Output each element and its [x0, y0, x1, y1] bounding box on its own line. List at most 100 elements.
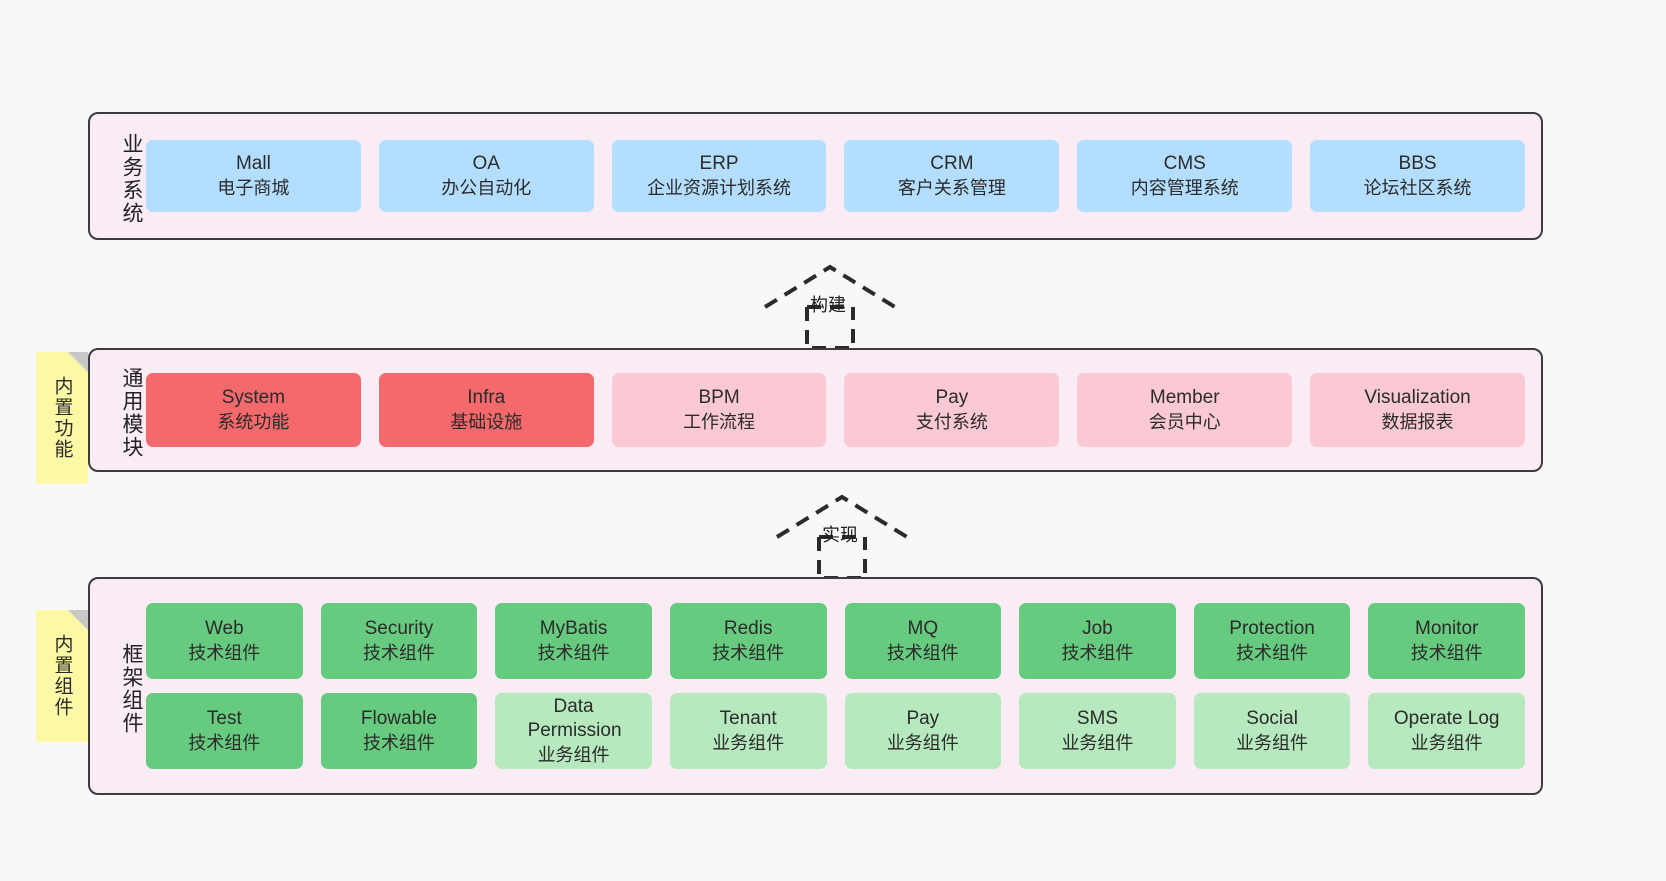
node-cms[interactable]: CMS 内容管理系统 — [1077, 140, 1293, 212]
node-subtitle: 技术组件 — [712, 642, 785, 663]
node-subtitle: 业务组件 — [1410, 732, 1483, 753]
node-title: Member — [1149, 387, 1220, 409]
sticky-note-label: 内置功能 — [51, 376, 73, 460]
row: System 系统功能 Infra 基础设施 BPM 工作流程 Pay 支付系统… — [146, 373, 1525, 447]
node-subtitle: 数据报表 — [1381, 411, 1454, 432]
node-subtitle: 工作流程 — [683, 411, 756, 432]
layer-body-framework-component: Web 技术组件 Security 技术组件 MyBatis 技术组件 Redi… — [142, 579, 1541, 793]
node-title: Monitor — [1415, 618, 1479, 640]
node-web[interactable]: Web 技术组件 — [146, 603, 303, 679]
node-title: Job — [1082, 618, 1113, 640]
node-social[interactable]: Social 业务组件 — [1193, 693, 1351, 769]
node-subtitle: 业务组件 — [1236, 732, 1309, 753]
node-redis[interactable]: Redis 技术组件 — [669, 603, 827, 679]
connector-realize-label: 实现 — [822, 525, 858, 545]
connector-realize: 实现 — [772, 492, 912, 580]
node-mybatis[interactable]: MyBatis 技术组件 — [495, 603, 652, 679]
node-infra[interactable]: Infra 基础设施 — [378, 373, 594, 447]
node-subtitle: 技术组件 — [1410, 642, 1483, 663]
node-mall[interactable]: Mall 电子商城 — [146, 140, 361, 212]
node-title: Pay — [935, 387, 969, 409]
node-title: Tenant — [719, 708, 777, 730]
node-visualization[interactable]: Visualization 数据报表 — [1310, 373, 1525, 447]
node-oa[interactable]: OA 办公自动化 — [378, 140, 594, 212]
node-subtitle: 支付系统 — [915, 411, 988, 432]
node-title: Data Permission — [527, 696, 622, 742]
node-title: BBS — [1398, 153, 1437, 175]
layer-business-system: 业务系统 Mall 电子商城 OA 办公自动化 ERP 企业资源计划系统 CRM… — [88, 112, 1543, 240]
node-data-permission[interactable]: Data Permission 业务组件 — [495, 693, 652, 769]
row: Test 技术组件 Flowable 技术组件 Data Permission … — [146, 693, 1525, 769]
node-bbs[interactable]: BBS 论坛社区系统 — [1310, 140, 1525, 212]
node-title: ERP — [699, 153, 739, 175]
node-title: MyBatis — [539, 618, 608, 640]
node-subtitle: 业务组件 — [1061, 732, 1134, 753]
node-subtitle: 技术组件 — [537, 642, 610, 663]
node-title: Pay — [906, 708, 940, 730]
node-subtitle: 技术组件 — [886, 642, 959, 663]
node-mq[interactable]: MQ 技术组件 — [844, 603, 1002, 679]
node-subtitle: 内容管理系统 — [1130, 177, 1239, 198]
node-bpm[interactable]: BPM 工作流程 — [611, 373, 827, 447]
node-title: Protection — [1229, 618, 1315, 640]
node-subtitle: 论坛社区系统 — [1363, 177, 1472, 198]
node-sms[interactable]: SMS 业务组件 — [1019, 693, 1176, 769]
node-subtitle: 办公自动化 — [441, 177, 532, 198]
node-subtitle: 技术组件 — [362, 732, 435, 753]
layer-common-module: 通用模块 System 系统功能 Infra 基础设施 BPM 工作流程 Pay… — [88, 348, 1543, 472]
node-subtitle: 系统功能 — [217, 411, 290, 432]
realization-arrow-icon — [775, 494, 909, 580]
node-title: OA — [472, 153, 500, 175]
connector-build: 构建 — [760, 262, 900, 350]
node-pay-component[interactable]: Pay 业务组件 — [844, 693, 1002, 769]
sticky-note-builtin-function: 内置功能 — [36, 352, 88, 484]
sticky-note-builtin-component: 内置组件 — [36, 610, 88, 742]
layer-body-business-system: Mall 电子商城 OA 办公自动化 ERP 企业资源计划系统 CRM 客户关系… — [142, 114, 1541, 238]
node-erp[interactable]: ERP 企业资源计划系统 — [611, 140, 827, 212]
node-member[interactable]: Member 会员中心 — [1077, 373, 1293, 447]
node-title: SMS — [1076, 708, 1119, 730]
node-subtitle: 客户关系管理 — [897, 177, 1006, 198]
node-subtitle: 技术组件 — [188, 732, 261, 753]
node-title: System — [221, 387, 286, 409]
node-monitor[interactable]: Monitor 技术组件 — [1368, 603, 1525, 679]
layer-body-common-module: System 系统功能 Infra 基础设施 BPM 工作流程 Pay 支付系统… — [142, 350, 1541, 470]
row: Web 技术组件 Security 技术组件 MyBatis 技术组件 Redi… — [146, 603, 1525, 679]
layer-title-framework-component: 框架组件 — [120, 643, 143, 735]
node-title: Security — [364, 618, 434, 640]
node-flowable[interactable]: Flowable 技术组件 — [320, 693, 478, 769]
connector-build-label: 构建 — [810, 295, 846, 315]
node-subtitle: 技术组件 — [362, 642, 435, 663]
node-subtitle: 业务组件 — [886, 732, 959, 753]
node-test[interactable]: Test 技术组件 — [146, 693, 303, 769]
node-job[interactable]: Job 技术组件 — [1019, 603, 1176, 679]
node-title: Operate Log — [1393, 708, 1500, 730]
node-security[interactable]: Security 技术组件 — [320, 603, 478, 679]
realization-arrow-icon — [763, 264, 897, 350]
node-operate-log[interactable]: Operate Log 业务组件 — [1368, 693, 1525, 769]
node-pay[interactable]: Pay 支付系统 — [844, 373, 1060, 447]
node-system[interactable]: System 系统功能 — [146, 373, 361, 447]
node-subtitle: 技术组件 — [188, 642, 261, 663]
node-subtitle: 技术组件 — [1061, 642, 1134, 663]
layer-title-business-system: 业务系统 — [120, 133, 143, 225]
node-title: MQ — [907, 618, 939, 640]
node-title: Visualization — [1364, 387, 1471, 409]
sticky-note-label: 内置组件 — [51, 634, 73, 718]
node-subtitle: 会员中心 — [1148, 411, 1221, 432]
node-title: BPM — [698, 387, 740, 409]
node-tenant[interactable]: Tenant 业务组件 — [669, 693, 827, 769]
node-subtitle: 业务组件 — [712, 732, 785, 753]
node-crm[interactable]: CRM 客户关系管理 — [844, 140, 1060, 212]
node-title: Mall — [235, 153, 271, 175]
layer-framework-component: 框架组件 Web 技术组件 Security 技术组件 MyBatis 技术组件… — [88, 577, 1543, 795]
node-protection[interactable]: Protection 技术组件 — [1193, 603, 1351, 679]
node-title: Redis — [723, 618, 773, 640]
node-subtitle: 基础设施 — [450, 411, 523, 432]
node-subtitle: 业务组件 — [537, 744, 610, 765]
node-title: Web — [204, 618, 244, 640]
node-title: Infra — [467, 387, 506, 409]
node-subtitle: 技术组件 — [1236, 642, 1309, 663]
layer-title-common-module: 通用模块 — [120, 367, 143, 459]
